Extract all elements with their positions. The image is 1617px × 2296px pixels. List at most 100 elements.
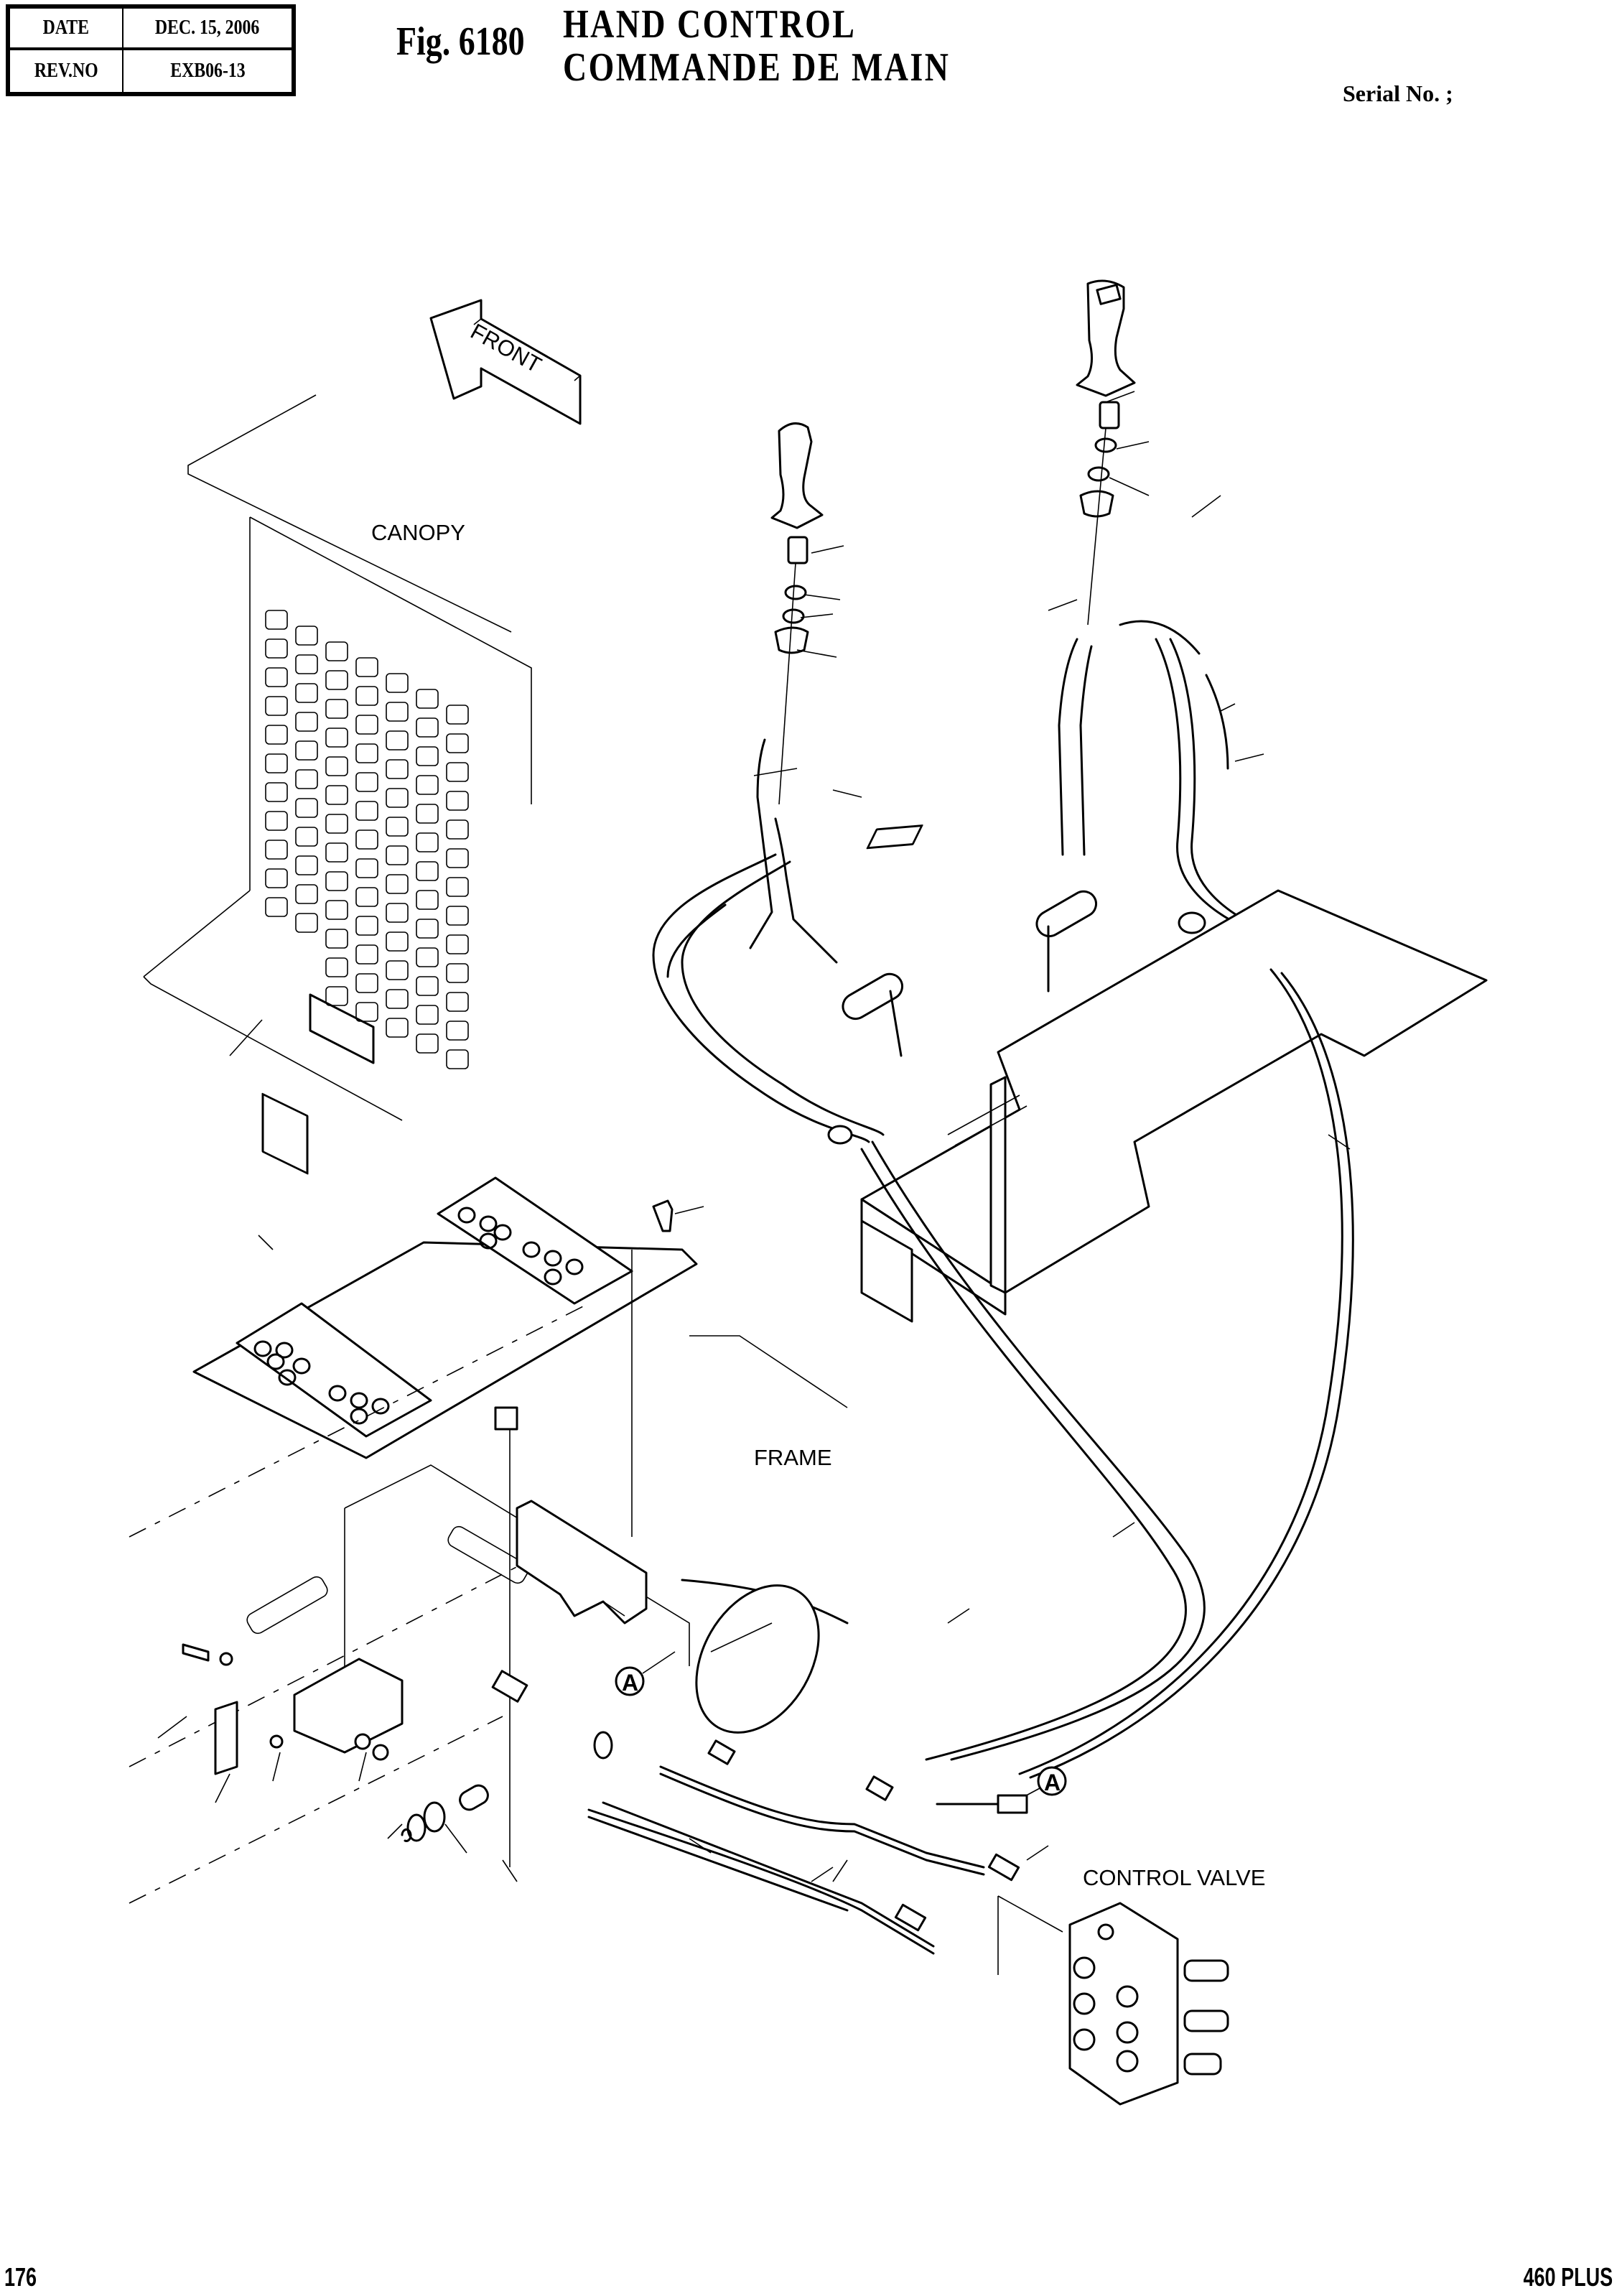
canopy-louver xyxy=(325,756,348,776)
canopy-louver xyxy=(416,1005,439,1025)
part-leader-line xyxy=(832,1859,848,1882)
canopy-louver xyxy=(355,887,378,907)
right-joystick-adapter xyxy=(1099,401,1120,429)
foot-pad-hole xyxy=(457,1207,476,1224)
foot-pad-hole xyxy=(328,1385,347,1402)
part-leader-line xyxy=(1026,1845,1049,1861)
canopy-louver xyxy=(355,657,378,677)
title-french: COMMANDE DE MAIN xyxy=(563,45,951,90)
part-leader-line xyxy=(1116,441,1150,450)
canopy-louver xyxy=(446,934,469,954)
canopy-louver xyxy=(325,785,348,805)
canopy-louver xyxy=(265,811,288,831)
foot-pad-hole xyxy=(479,1215,498,1232)
canopy-louver xyxy=(355,715,378,735)
valve-solenoid-upper xyxy=(1183,1959,1229,1982)
left-joystick-assembly xyxy=(652,422,904,1145)
canopy-louver xyxy=(325,957,348,977)
floor-plate xyxy=(192,1176,698,1537)
canopy-louver xyxy=(355,801,378,821)
model-name: 460 PLUS xyxy=(1523,2262,1613,2292)
rev-label: REV.NO xyxy=(34,60,98,82)
part-leader-line xyxy=(803,594,841,600)
foot-pad-hole xyxy=(266,1353,285,1370)
control-cables xyxy=(681,968,1354,1779)
canopy-louver xyxy=(416,890,439,910)
foot-pad-hole xyxy=(493,1224,512,1241)
frame-label: FRAME xyxy=(754,1445,832,1470)
part-leader-line xyxy=(358,1752,367,1782)
page-number: 176 xyxy=(4,2262,37,2292)
canopy-louver xyxy=(295,712,318,732)
canopy-louver xyxy=(416,1033,439,1054)
canopy-louver xyxy=(355,743,378,763)
page-title: HAND CONTROL COMMANDE DE MAIN xyxy=(563,3,950,89)
switch-washer xyxy=(219,1652,233,1666)
canopy-louver xyxy=(386,817,409,837)
canopy-louver xyxy=(416,976,439,996)
canopy-louver xyxy=(386,759,409,779)
linkage-bracket xyxy=(494,1406,648,1867)
canopy-louver xyxy=(416,804,439,824)
canopy-louver xyxy=(416,775,439,795)
part-leader-line xyxy=(1220,703,1236,712)
canopy-louver xyxy=(446,819,469,840)
part-leader-line xyxy=(502,1859,518,1882)
serial-number-label: Serial No. ; xyxy=(1343,80,1453,106)
canopy-louver xyxy=(325,641,348,661)
foot-pad-hole xyxy=(522,1241,541,1258)
control-valve-label: CONTROL VALVE xyxy=(1083,1865,1265,1890)
cable-end-fitting xyxy=(997,1794,1028,1814)
canopy-louver xyxy=(355,973,378,993)
canopy-louver xyxy=(416,919,439,939)
callout-a-right: A xyxy=(936,1766,1067,1814)
canopy-louver xyxy=(416,947,439,967)
foot-pad-hole xyxy=(275,1342,294,1359)
date-value-cell: DEC. 15, 2006 xyxy=(124,9,292,50)
foot-pad-hole xyxy=(544,1268,562,1286)
canopy-louver xyxy=(265,667,288,687)
left-joystick-handle xyxy=(770,422,824,529)
canopy-louver xyxy=(355,772,378,792)
canopy-louver xyxy=(295,740,318,761)
floor-plate-bolt xyxy=(652,1199,674,1232)
right-joystick-assembly xyxy=(1035,279,1258,993)
switch-bolt xyxy=(182,1643,210,1662)
left-joystick-adapter xyxy=(787,536,808,564)
foot-pad-holes xyxy=(253,1207,584,1425)
callout-a-right-label: A xyxy=(1044,1770,1061,1795)
canopy-louver xyxy=(416,746,439,766)
right-cable-grommet xyxy=(1178,911,1206,934)
rev-label-cell: REV.NO xyxy=(10,50,124,92)
canopy-louver xyxy=(446,1049,469,1069)
clevis-block xyxy=(494,1406,518,1431)
warning-decal-text xyxy=(309,993,375,1064)
canopy-louver-grid xyxy=(265,610,469,1069)
valve-solenoid-lower xyxy=(1183,2009,1229,2032)
part-leader-line xyxy=(258,1235,274,1250)
rev-value: EXB06-13 xyxy=(169,60,246,82)
canopy-louver xyxy=(325,699,348,719)
part-leader-lines xyxy=(157,391,1351,1882)
canopy-louver xyxy=(446,733,469,753)
part-leader-line xyxy=(1191,495,1221,518)
canopy-louver xyxy=(295,654,318,674)
canopy-louver xyxy=(325,900,348,920)
canopy-louver xyxy=(386,673,409,693)
canopy-louver xyxy=(386,1018,409,1038)
part-leader-line xyxy=(387,1823,403,1839)
part-leader-line xyxy=(1328,1134,1351,1150)
canopy-louver xyxy=(295,855,318,875)
canopy-louver xyxy=(416,689,439,709)
canopy-louver xyxy=(355,858,378,878)
canopy-louver xyxy=(295,798,318,818)
callout-a-left: A xyxy=(615,1651,676,1696)
canopy-louver xyxy=(295,913,318,933)
rev-value-cell: EXB06-13 xyxy=(124,50,292,92)
title-english: HAND CONTROL xyxy=(563,2,857,47)
lower-linkage xyxy=(401,1670,985,1955)
canopy-louver xyxy=(446,963,469,983)
canopy-louver xyxy=(386,960,409,980)
neutral-switch xyxy=(293,1658,404,1754)
